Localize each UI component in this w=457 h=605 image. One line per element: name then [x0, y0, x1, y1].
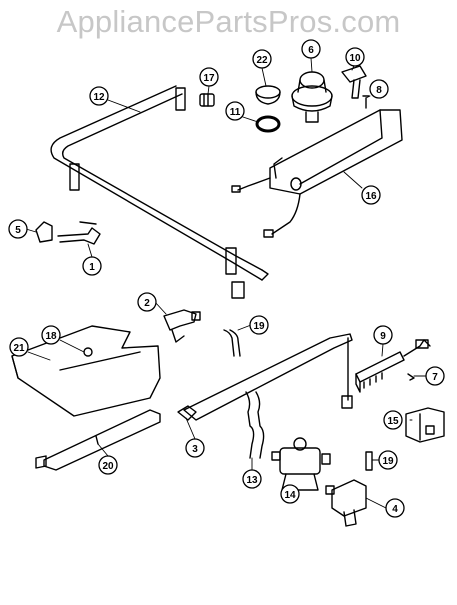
- callout-20: 20: [98, 455, 118, 475]
- callout-19-lower: 19: [378, 450, 398, 470]
- tube-19b: [365, 451, 373, 471]
- callout-4: 4: [385, 498, 405, 518]
- callout-17: 17: [199, 67, 219, 87]
- watermark: AppliancePartsPros.com: [56, 4, 401, 39]
- heat-shield: [11, 325, 161, 417]
- o-ring: [255, 115, 281, 133]
- callout-12: 12: [89, 86, 109, 106]
- svg-text:22: 22: [256, 55, 268, 66]
- svg-text:4: 4: [392, 504, 398, 515]
- callout-19-upper: 19: [249, 315, 269, 335]
- svg-text:8: 8: [376, 85, 382, 96]
- callout-5: 5: [8, 219, 28, 239]
- hose-13: [245, 391, 265, 459]
- callout-18: 18: [41, 325, 61, 345]
- orifice-bracket: [163, 309, 201, 343]
- valve-4: [325, 479, 367, 527]
- svg-text:10: 10: [349, 53, 361, 64]
- svg-text:20: 20: [102, 461, 114, 472]
- svg-text:14: 14: [284, 490, 296, 501]
- svg-text:5: 5: [15, 225, 21, 236]
- callout-22: 22: [252, 49, 272, 69]
- svg-text:1: 1: [89, 262, 95, 273]
- valve-assembly: [271, 437, 331, 491]
- supply-tube: [177, 333, 353, 421]
- svg-text:21: 21: [13, 343, 25, 354]
- callout-15: 15: [383, 410, 403, 430]
- burner-cap: [255, 85, 281, 105]
- svg-text:3: 3: [192, 444, 198, 455]
- hose-19a: [223, 329, 241, 357]
- callout-11: 11: [225, 101, 245, 121]
- callout-9: 9: [373, 325, 393, 345]
- callout-3: 3: [185, 438, 205, 458]
- igniter-bracket: [341, 65, 370, 109]
- svg-text:6: 6: [308, 45, 314, 56]
- valve-clip: [35, 221, 101, 245]
- svg-text:2: 2: [144, 298, 150, 309]
- callout-7: 7: [425, 366, 445, 386]
- callout-2: 2: [137, 292, 157, 312]
- mounting-rail: [35, 409, 161, 471]
- callouts: 22 6 10 17 12 8 11 16 5 1 2 19 9 18 21 7…: [8, 39, 445, 518]
- svg-text:12: 12: [93, 92, 105, 103]
- burner-head: [291, 71, 333, 123]
- svg-text:17: 17: [203, 73, 215, 84]
- callout-21: 21: [9, 337, 29, 357]
- regulator-block: [355, 339, 431, 393]
- screw-7: [407, 373, 415, 381]
- terminal-block: [405, 407, 445, 443]
- callout-6: 6: [301, 39, 321, 59]
- svg-text:11: 11: [230, 107, 241, 118]
- callout-13: 13: [242, 469, 262, 489]
- callout-10: 10: [345, 47, 365, 67]
- callout-16: 16: [361, 185, 381, 205]
- svg-text:9: 9: [380, 331, 386, 342]
- callout-8: 8: [369, 79, 389, 99]
- svg-text:19: 19: [382, 456, 394, 467]
- svg-text:19: 19: [253, 321, 265, 332]
- manifold-pipe: [50, 85, 269, 299]
- svg-text:7: 7: [432, 372, 438, 383]
- svg-text:16: 16: [365, 191, 377, 202]
- svg-text:15: 15: [387, 416, 399, 427]
- svg-text:18: 18: [45, 331, 57, 342]
- callout-14: 14: [280, 484, 300, 504]
- fitting-17: [199, 93, 215, 107]
- leader-lines: [25, 57, 427, 509]
- callout-1: 1: [82, 256, 102, 276]
- svg-text:13: 13: [246, 475, 258, 486]
- burner-bracket: [231, 109, 403, 238]
